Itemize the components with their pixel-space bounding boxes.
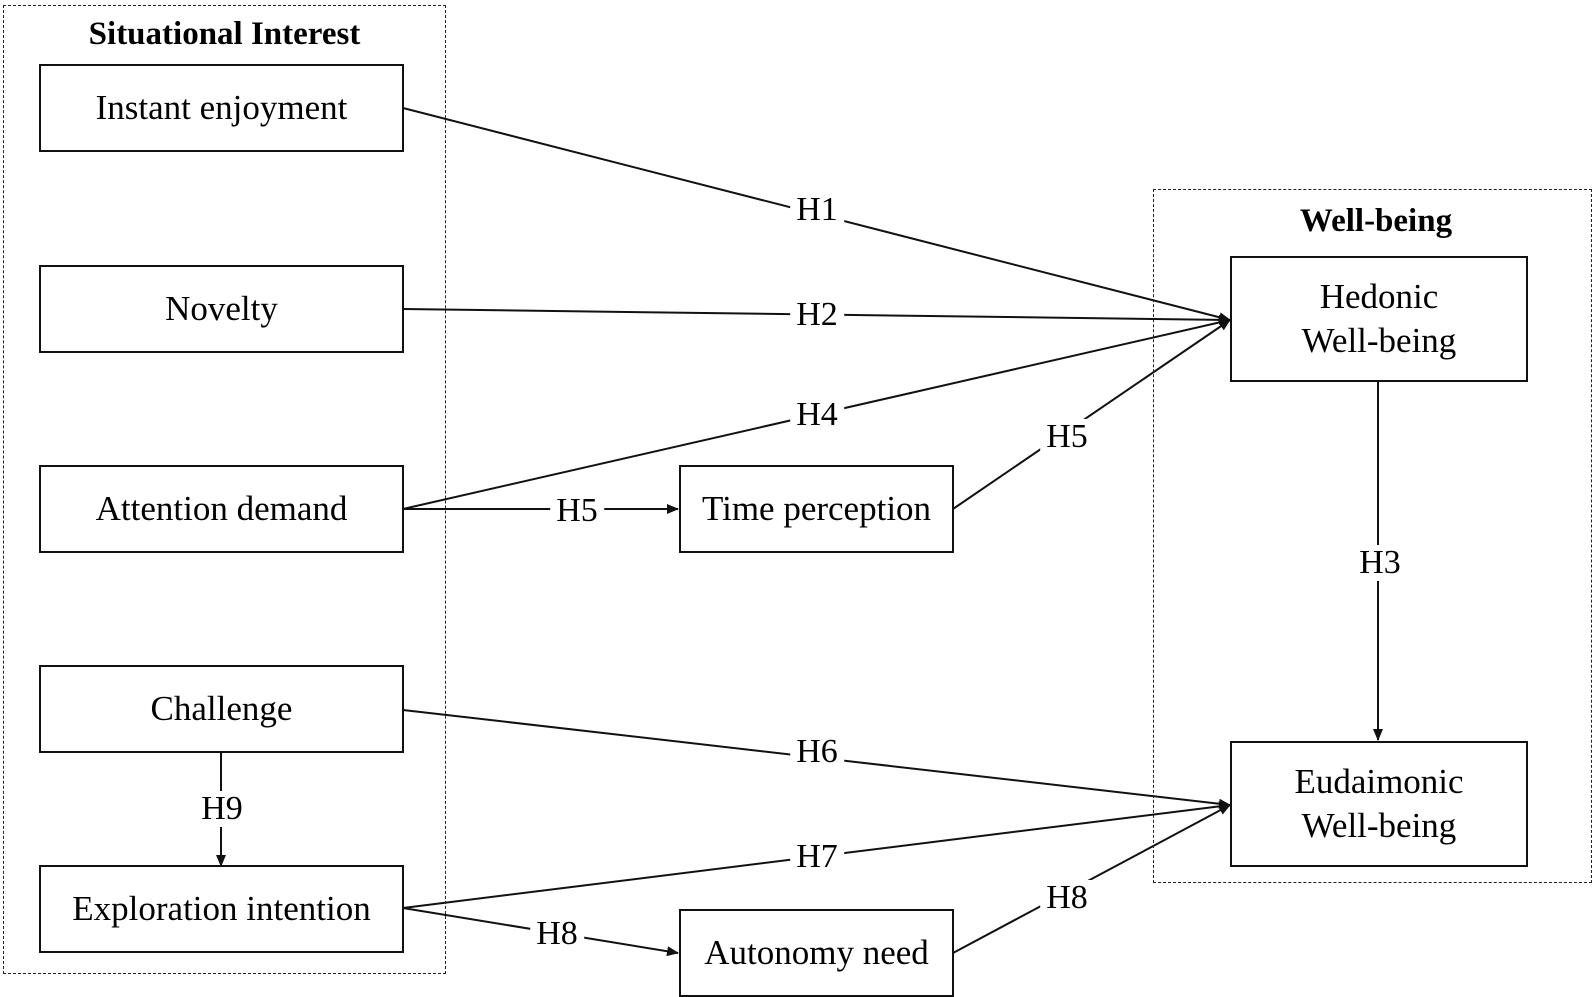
hypothesis-label-h4: H4 [790,397,844,433]
exploration-intention-label: Exploration intention [72,889,371,928]
well-being-title: Well-being [1299,203,1453,239]
path-h5-b [952,319,1231,510]
eudaimonic-label-line1: Eudaimonic [1294,762,1464,801]
well-being-group [1153,189,1592,883]
hypothesis-label-h7: H7 [790,839,844,875]
hypothesis-label-h1: H1 [790,192,844,228]
attention-demand-node: Attention demand [39,465,404,553]
situational-interest-title: Situational Interest [88,16,361,52]
challenge-node: Challenge [39,665,404,753]
hypothesis-label-h2: H2 [790,297,844,333]
hypothesis-label-h9: H9 [195,791,249,827]
hypothesis-label-h6: H6 [790,734,844,770]
situational-interest-group [3,5,446,974]
time-perception-node: Time perception [679,465,954,553]
exploration-intention-node: Exploration intention [39,865,404,953]
instant-enjoyment-node: Instant enjoyment [39,64,404,152]
time-perception-label: Time perception [701,489,932,528]
hedonic-well-being-node: Hedonic Well-being [1230,256,1528,382]
hypothesis-label-h3: H3 [1353,545,1407,581]
hypothesis-label-h5-a: H5 [550,493,604,529]
autonomy-need-node: Autonomy need [679,909,954,997]
eudaimonic-well-being-node: Eudaimonic Well-being [1230,741,1528,867]
novelty-label: Novelty [165,289,278,328]
hypothesis-label-h8-a: H8 [530,916,584,952]
path-h8-b [952,804,1231,954]
hypothesis-label-h8-b: H8 [1040,880,1094,916]
attention-demand-label: Attention demand [95,489,348,528]
hypothesis-label-h5-b: H5 [1040,419,1094,455]
hedonic-label-line2: Well-being [1301,321,1457,360]
novelty-node: Novelty [39,265,404,353]
instant-enjoyment-label: Instant enjoyment [95,88,348,127]
hedonic-label-line1: Hedonic [1319,277,1439,316]
autonomy-need-label: Autonomy need [704,933,929,972]
challenge-label: Challenge [150,689,293,728]
eudaimonic-label-line2: Well-being [1301,806,1457,845]
